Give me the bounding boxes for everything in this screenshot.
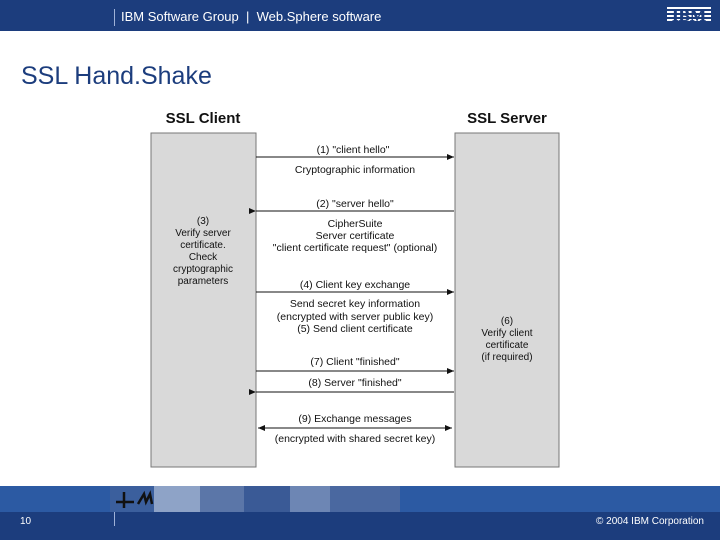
msg-send-secret-key: Send secret key information: [290, 298, 420, 310]
client-note-line: parameters: [178, 276, 229, 287]
copyright-text: © 2004 IBM Corporation: [596, 516, 704, 527]
server-heading: SSL Server: [467, 110, 547, 127]
msg-send-client-certificate: (5) Send client certificate: [297, 323, 413, 335]
client-note-line: Check: [189, 252, 218, 263]
client-note-line: cryptographic: [173, 264, 233, 275]
msg-client-hello: (1) "client hello": [317, 144, 390, 156]
client-lane: [150, 132, 257, 468]
strip-tile: [200, 486, 244, 512]
hand-icon: [116, 490, 154, 508]
footer-image-strip: [0, 486, 720, 512]
strip-tile: [244, 486, 290, 512]
server-note-line: (6): [501, 316, 513, 327]
client-note-line: (3): [197, 216, 209, 227]
ibm-logo: IBM: [666, 4, 712, 26]
msg-server-finished: (8) Server "finished": [308, 377, 402, 389]
footer-bar: [0, 512, 720, 540]
msg-exchange-messages: (9) Exchange messages: [298, 413, 411, 425]
msg-server-hello: (2) "server hello": [316, 198, 394, 210]
server-lane: [454, 132, 560, 468]
msg-server-certificate: Server certificate: [316, 230, 395, 242]
client-note-line: Verify server: [175, 228, 231, 239]
msg-client-key-exchange: (4) Client key exchange: [300, 279, 410, 291]
footer-divider: [114, 512, 115, 526]
server-note-line: Verify client: [481, 328, 532, 339]
msg-client-finished: (7) Client "finished": [310, 356, 399, 368]
strip-tile: [330, 486, 400, 512]
msg-cryptographic-info: Cryptographic information: [295, 164, 415, 176]
strip-tile: [290, 486, 330, 512]
msg-client-cert-request: "client certificate request" (optional): [273, 242, 437, 254]
msg-ciphersuite: CipherSuite: [328, 218, 383, 230]
server-note-line: (if required): [481, 352, 532, 363]
client-note-line: certificate.: [180, 240, 226, 251]
msg-encrypted-shared-key: (encrypted with shared secret key): [275, 433, 435, 445]
ibm-logo-text: IBM: [672, 6, 706, 25]
msg-encrypted-server-key: (encrypted with server public key): [277, 311, 433, 323]
server-note-line: certificate: [486, 340, 529, 351]
page-title: SSL Hand.Shake: [21, 62, 212, 90]
header-bar: [0, 0, 720, 31]
header-title: IBM Software Group | Web.Sphere software: [121, 9, 382, 24]
client-heading: SSL Client: [166, 110, 241, 127]
strip-tile: [154, 486, 200, 512]
header-divider: [114, 9, 115, 26]
page-number: 10: [20, 516, 32, 527]
